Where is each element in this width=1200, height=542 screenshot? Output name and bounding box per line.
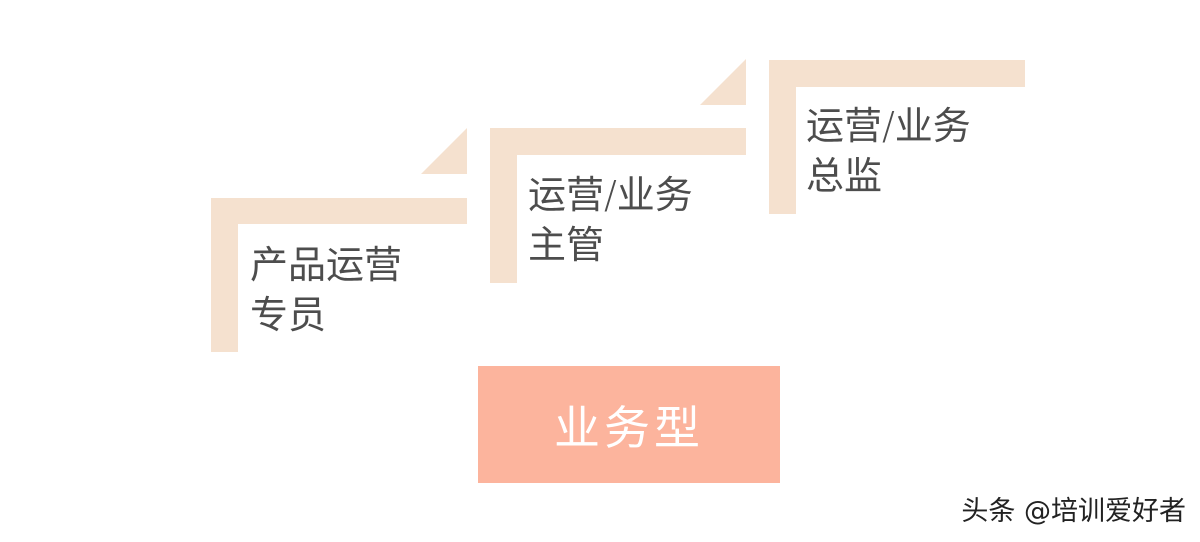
- watermark: 头条 @培训爱好者: [961, 496, 1186, 527]
- step-2-bracket-left: [490, 128, 517, 283]
- step-3-bracket-left: [769, 60, 796, 214]
- step-3-label: 运营/业务 总监: [806, 101, 971, 201]
- step-2-label-line1: 运营/业务: [528, 173, 693, 217]
- type-box: 业务型: [478, 366, 780, 483]
- step-2-label-line2: 主管: [528, 223, 605, 267]
- step-2-bracket-top: [490, 128, 746, 155]
- step-1-bracket-top: [211, 198, 467, 224]
- step-2-bracket-arrow: [700, 59, 746, 105]
- step-3-label-line1: 运营/业务: [806, 104, 971, 148]
- step-1-bracket-arrow: [421, 128, 467, 174]
- step-3-label-line2: 总监: [806, 154, 883, 198]
- step-1-bracket-left: [211, 198, 238, 352]
- step-1-label: 产品运营 专员: [250, 240, 402, 340]
- step-1-label-line2: 专员: [250, 293, 327, 337]
- step-1-label-line1: 产品运营: [250, 243, 403, 287]
- type-box-label: 业务型: [554, 400, 704, 455]
- step-3-bracket-top: [769, 60, 1025, 87]
- step-2-label: 运营/业务 主管: [528, 170, 693, 270]
